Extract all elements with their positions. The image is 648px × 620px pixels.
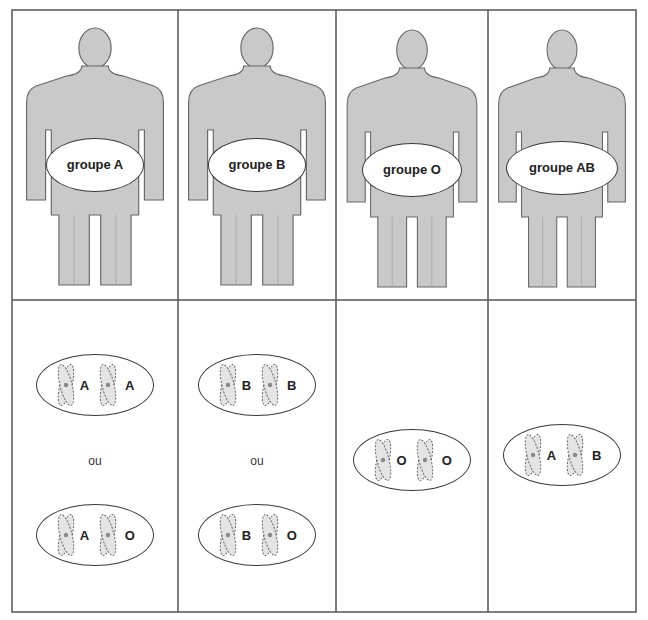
genotype-oval: AO xyxy=(36,504,154,566)
person-figures xyxy=(27,28,626,287)
group-label: groupe AB xyxy=(529,161,595,176)
group-label: groupe A xyxy=(67,158,124,173)
group-label: groupe O xyxy=(383,163,441,178)
allele-letter: O xyxy=(396,453,406,468)
allele-letter: A xyxy=(80,378,89,393)
genotype-oval: AA xyxy=(36,354,154,416)
allele-letter: B xyxy=(242,528,251,543)
allele-letter: A xyxy=(547,448,556,463)
blood-group-oval: groupe AB xyxy=(506,141,618,195)
genotype-oval: BO xyxy=(198,504,316,566)
blood-group-oval: groupe A xyxy=(46,138,144,192)
allele-letter: A xyxy=(125,378,134,393)
table-grid xyxy=(12,10,636,612)
allele-letter: O xyxy=(442,453,452,468)
allele-letter: O xyxy=(287,528,297,543)
allele-letter: B xyxy=(592,448,601,463)
allele-letter: B xyxy=(287,378,296,393)
or-label: ou xyxy=(250,454,263,468)
chromosome-pairs xyxy=(55,363,586,557)
group-label: groupe B xyxy=(228,158,285,173)
blood-group-oval: groupe B xyxy=(208,138,307,192)
allele-letter: B xyxy=(242,378,251,393)
genotype-oval: BB xyxy=(198,354,316,416)
blood-group-oval: groupe O xyxy=(362,143,462,197)
genotype-oval: OO xyxy=(353,429,471,491)
allele-letter: A xyxy=(80,528,89,543)
allele-letter: O xyxy=(125,528,135,543)
genotype-oval: AB xyxy=(503,424,621,486)
or-label: ou xyxy=(88,454,101,468)
